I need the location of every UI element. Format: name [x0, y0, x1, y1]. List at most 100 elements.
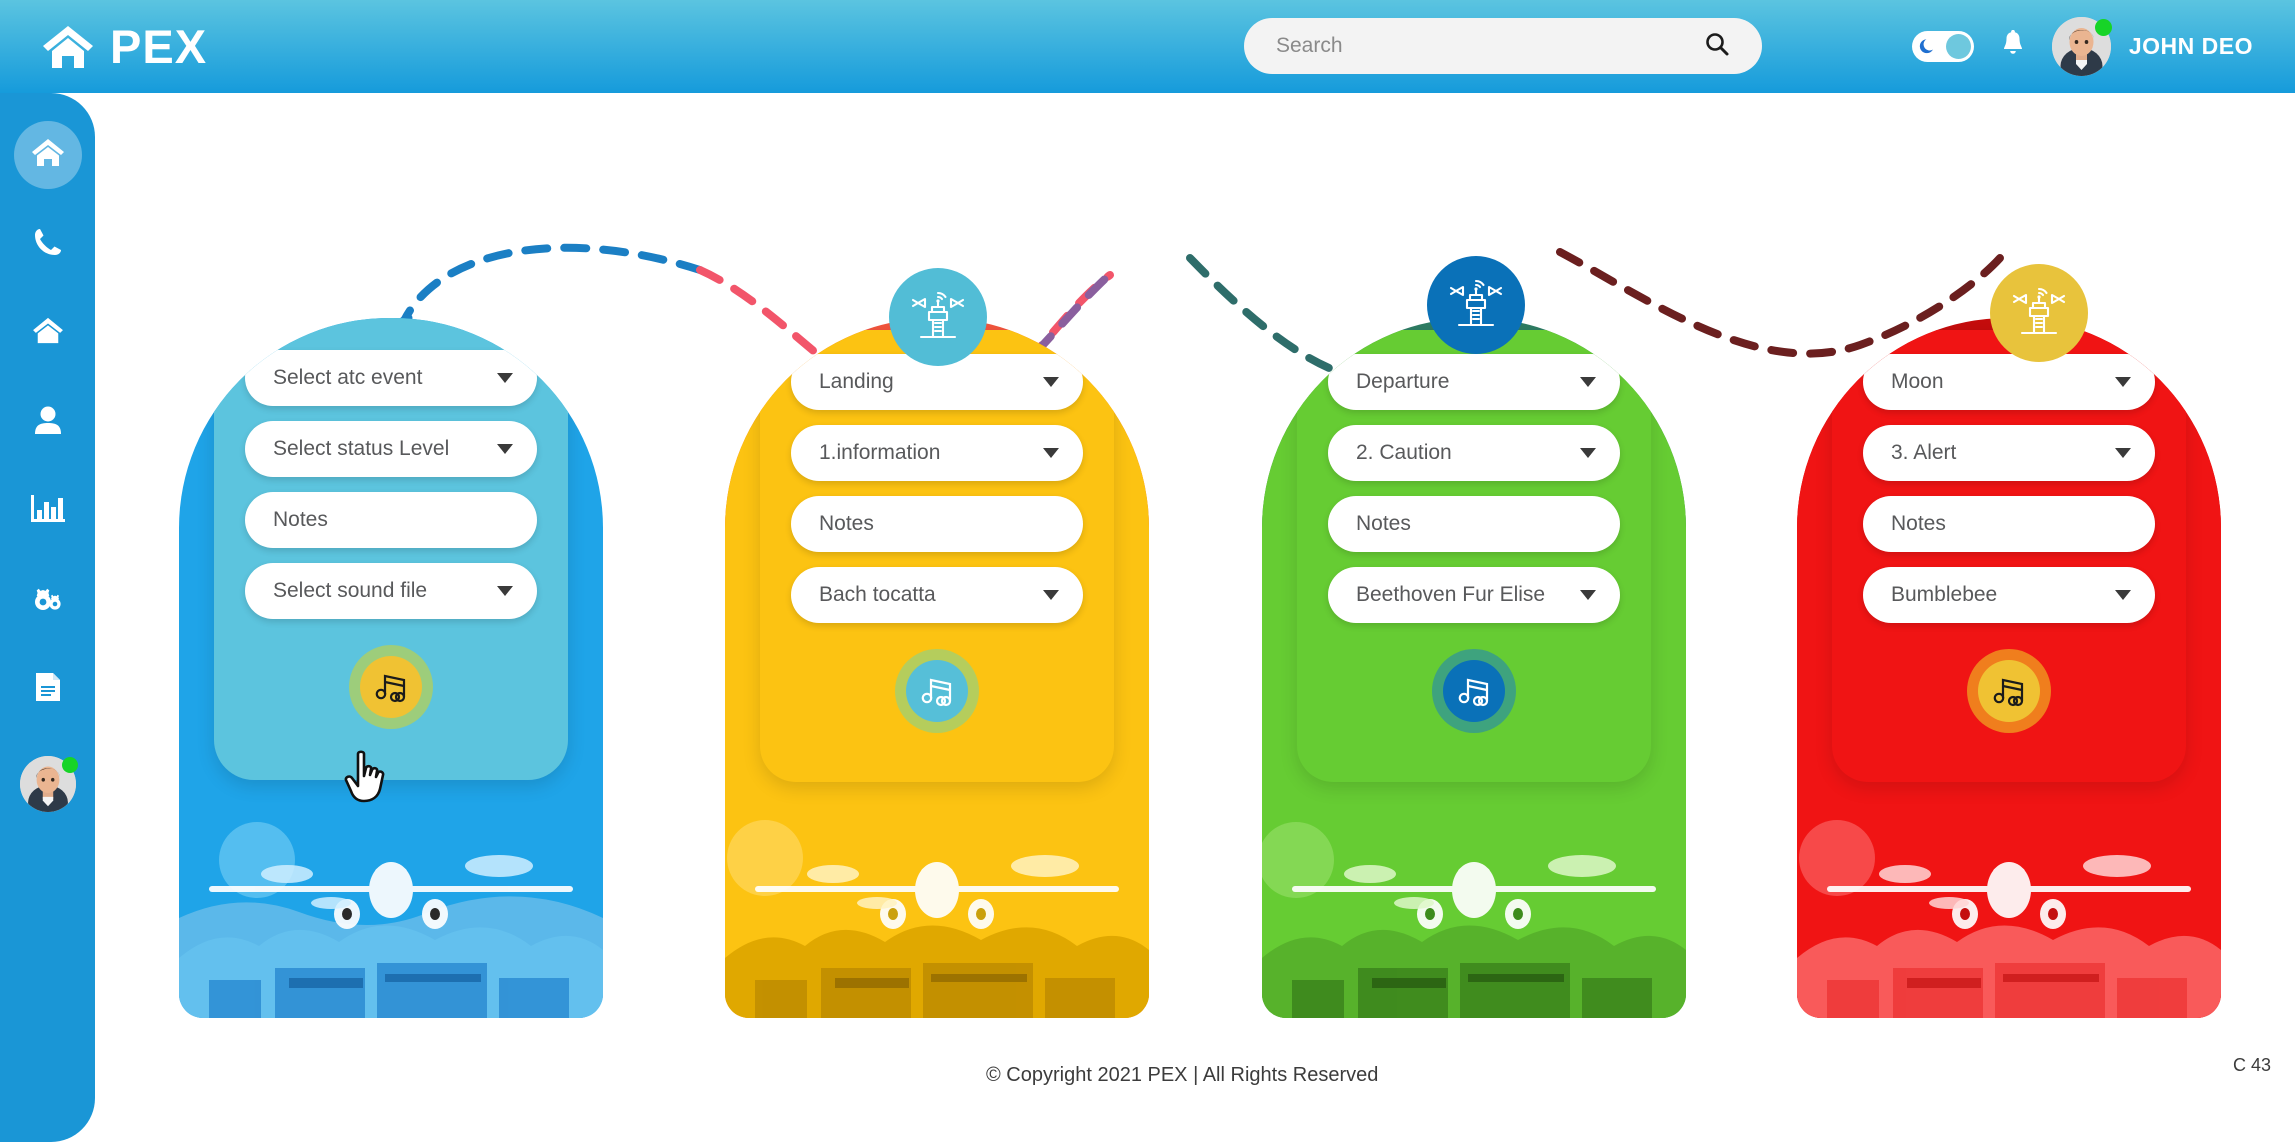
tower-badge-moon[interactable] — [1990, 264, 2088, 362]
card-form-panel: Departure 2. Caution Notes Beethoven Fur… — [1297, 330, 1651, 782]
sidebar-item-reports[interactable] — [14, 477, 82, 545]
app-logo[interactable]: PEX — [42, 23, 207, 70]
music-note-icon — [921, 678, 952, 707]
logo-text: PEX — [110, 20, 208, 73]
control-tower-icon — [911, 291, 965, 339]
home-icon — [42, 24, 94, 70]
sidebar-item-documents[interactable] — [14, 655, 82, 723]
atc-event-select[interactable]: Moon — [1863, 354, 2155, 410]
avatar-image — [19, 756, 76, 812]
tower-badge-departure[interactable] — [1427, 256, 1525, 354]
chevron-down-icon[interactable] — [1043, 377, 1059, 387]
chevron-down-icon[interactable] — [2115, 448, 2131, 458]
status-dot-online — [61, 757, 78, 773]
music-note-icon — [1993, 678, 2024, 707]
control-tower-icon — [1449, 279, 1503, 327]
notes-input[interactable]: Notes — [791, 496, 1083, 552]
header-actions: JOHN DEO — [1911, 0, 2253, 93]
field-value: 2. Caution — [1356, 441, 1452, 464]
sidebar-item-calls[interactable] — [14, 210, 82, 278]
field-value: Select status Level — [273, 437, 450, 460]
field-value: Notes — [1356, 512, 1411, 535]
field-value: 1.information — [819, 441, 941, 464]
card-form-panel: Select atc event Select status Level Not… — [214, 318, 568, 780]
user-profile[interactable]: JOHN DEO — [2051, 17, 2253, 76]
chevron-down-icon[interactable] — [1580, 590, 1596, 600]
card-landing[interactable]: Landing 1.information Notes Bach tocatta — [725, 318, 1149, 1018]
home-icon — [32, 317, 64, 350]
notes-input[interactable]: Notes — [1863, 496, 2155, 552]
gears-icon — [31, 582, 65, 619]
app-header: PEX — [0, 0, 2295, 93]
status-level-select[interactable]: 1.information — [791, 425, 1083, 481]
field-value: Moon — [1891, 370, 1944, 393]
chevron-down-icon[interactable] — [497, 586, 513, 596]
atc-event-select[interactable]: Select atc event — [245, 350, 537, 406]
document-icon — [34, 671, 62, 708]
play-sound-button[interactable] — [360, 656, 422, 718]
sidebar-item-settings[interactable] — [14, 566, 82, 634]
chevron-down-icon[interactable] — [1043, 590, 1059, 600]
footer-copyright: © Copyright 2021 PEX | All Rights Reserv… — [986, 1064, 1379, 1086]
sound-file-select[interactable]: Bach tocatta — [791, 567, 1083, 623]
home-icon — [31, 138, 65, 173]
chevron-down-icon[interactable] — [2115, 590, 2131, 600]
music-note-icon — [375, 674, 406, 703]
atc-event-select[interactable]: Departure — [1328, 354, 1620, 410]
card-atc-event[interactable]: Select atc event Select status Level Not… — [179, 318, 603, 1018]
sound-file-select[interactable]: Beethoven Fur Elise — [1328, 567, 1620, 623]
search-icon[interactable] — [1704, 31, 1730, 62]
footer-code: C 43 — [2232, 1055, 2271, 1075]
avatar[interactable] — [2051, 17, 2112, 76]
search-box[interactable] — [1244, 18, 1762, 74]
user-icon — [34, 405, 62, 440]
sidebar-item-users[interactable] — [14, 388, 82, 456]
sidebar-profile-avatar[interactable] — [19, 756, 78, 812]
chevron-down-icon[interactable] — [1580, 377, 1596, 387]
field-value: Notes — [1891, 512, 1946, 535]
status-level-select[interactable]: Select status Level — [245, 421, 537, 477]
chevron-down-icon[interactable] — [1043, 448, 1059, 458]
control-tower-icon — [2012, 287, 2066, 335]
tower-badge-landing[interactable] — [889, 268, 987, 366]
field-value: Bach tocatta — [819, 583, 936, 606]
sidebar-nav — [0, 93, 95, 1142]
field-value: Notes — [273, 508, 328, 531]
user-name: JOHN DEO — [2128, 33, 2253, 59]
chevron-down-icon[interactable] — [2115, 377, 2131, 387]
notes-input[interactable]: Notes — [245, 492, 537, 548]
toggle-knob[interactable] — [1945, 34, 1971, 59]
bar-chart-icon — [30, 494, 65, 529]
chevron-down-icon[interactable] — [497, 444, 513, 454]
status-level-select[interactable]: 2. Caution — [1328, 425, 1620, 481]
field-value: Select atc event — [273, 366, 423, 389]
dark-mode-toggle[interactable] — [1911, 31, 1974, 62]
field-value: Beethoven Fur Elise — [1356, 583, 1546, 606]
sound-file-select[interactable]: Select sound file — [245, 563, 537, 619]
play-sound-button[interactable] — [1443, 660, 1505, 722]
search-input[interactable] — [1244, 34, 1704, 58]
bell-icon[interactable] — [2000, 29, 2026, 63]
sidebar-item-home[interactable] — [14, 299, 82, 367]
phone-icon — [33, 227, 63, 262]
status-level-select[interactable]: 3. Alert — [1863, 425, 2155, 481]
music-note-icon — [1458, 678, 1489, 707]
field-value: Select sound file — [273, 579, 428, 602]
card-moon[interactable]: Moon 3. Alert Notes Bumblebee — [1797, 318, 2221, 1018]
play-sound-button[interactable] — [906, 660, 968, 722]
chevron-down-icon[interactable] — [497, 373, 513, 383]
sidebar-item-dashboard[interactable] — [13, 121, 82, 189]
field-value: 3. Alert — [1891, 441, 1957, 464]
card-departure[interactable]: Departure 2. Caution Notes Beethoven Fur… — [1262, 318, 1686, 1018]
sound-file-select[interactable]: Bumblebee — [1863, 567, 2155, 623]
card-form-panel: Landing 1.information Notes Bach tocatta — [760, 330, 1114, 782]
moon-icon — [1919, 37, 1938, 61]
avatar-image — [2051, 17, 2111, 76]
play-sound-button[interactable] — [1978, 660, 2040, 722]
field-value: Bumblebee — [1891, 583, 1998, 606]
notes-input[interactable]: Notes — [1328, 496, 1620, 552]
field-value: Departure — [1356, 370, 1450, 393]
status-dot-online — [2094, 19, 2112, 36]
chevron-down-icon[interactable] — [1580, 448, 1596, 458]
field-value: Landing — [819, 370, 894, 393]
